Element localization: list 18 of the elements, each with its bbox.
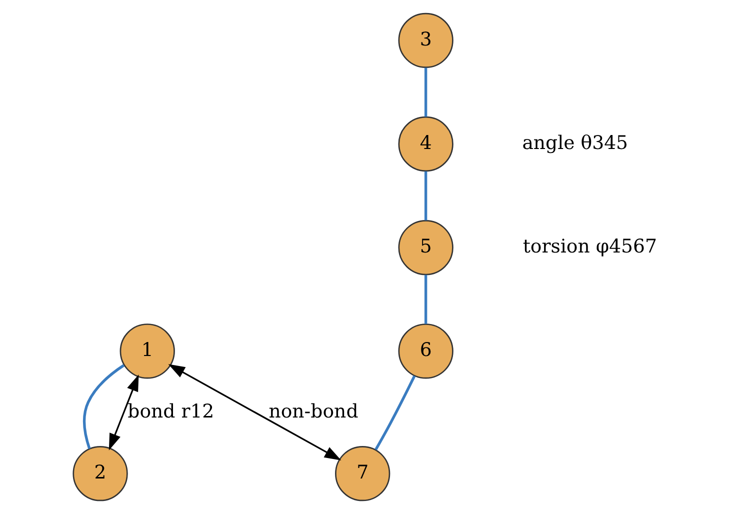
connector [82,364,124,450]
edge-label: non-bond [268,401,358,422]
node-circle: 7 [334,446,390,502]
node-circle: 3 [398,12,453,68]
label: angle θ345 [522,132,628,154]
node-circle: 4 [398,116,453,172]
node-circle: 6 [398,324,453,379]
connector [374,375,416,450]
arrow [108,374,138,450]
node-circle: 2 [72,446,128,502]
node-circle: 5 [398,220,453,276]
connector [424,68,427,117]
label: torsion φ4567 [522,236,656,258]
node-circle: 1 [119,324,174,379]
edge-label: bond r12 [127,401,214,422]
connector [424,274,427,324]
connector [424,171,427,220]
arrow [168,364,341,460]
